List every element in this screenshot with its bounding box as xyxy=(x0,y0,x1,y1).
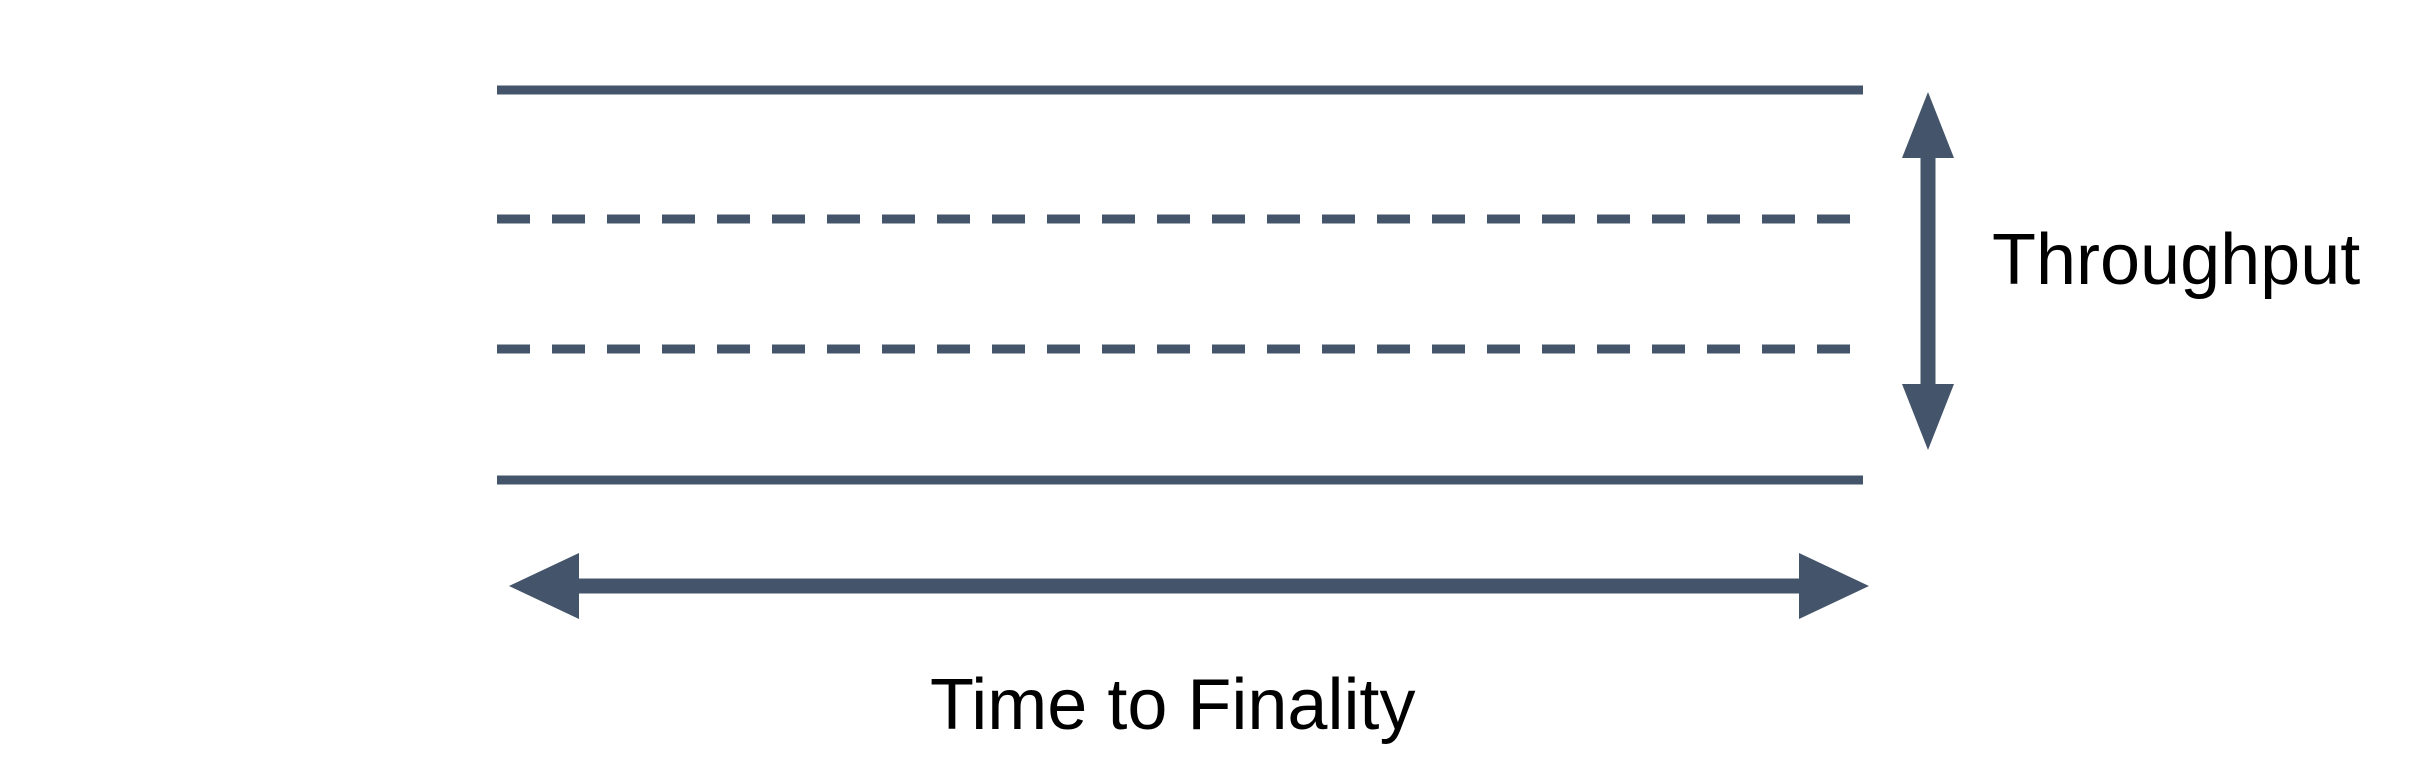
horizontal-arrow-head-left xyxy=(509,553,579,619)
horizontal-arrow-shaft xyxy=(579,578,1799,594)
double-headed-horizontal-arrow-icon xyxy=(509,553,1869,619)
lane-lines-group xyxy=(497,85,1863,485)
double-headed-vertical-arrow-icon xyxy=(1902,92,1954,450)
vertical-arrow-shaft xyxy=(1920,158,1936,384)
vertical-arrow-head-down xyxy=(1902,384,1954,450)
time-to-finality-axis-label: Time to Finality xyxy=(930,665,1416,745)
vertical-arrow-head-up xyxy=(1902,92,1954,158)
horizontal-arrow-head-right xyxy=(1799,553,1869,619)
throughput-axis-label: Throughput xyxy=(1992,220,2361,300)
